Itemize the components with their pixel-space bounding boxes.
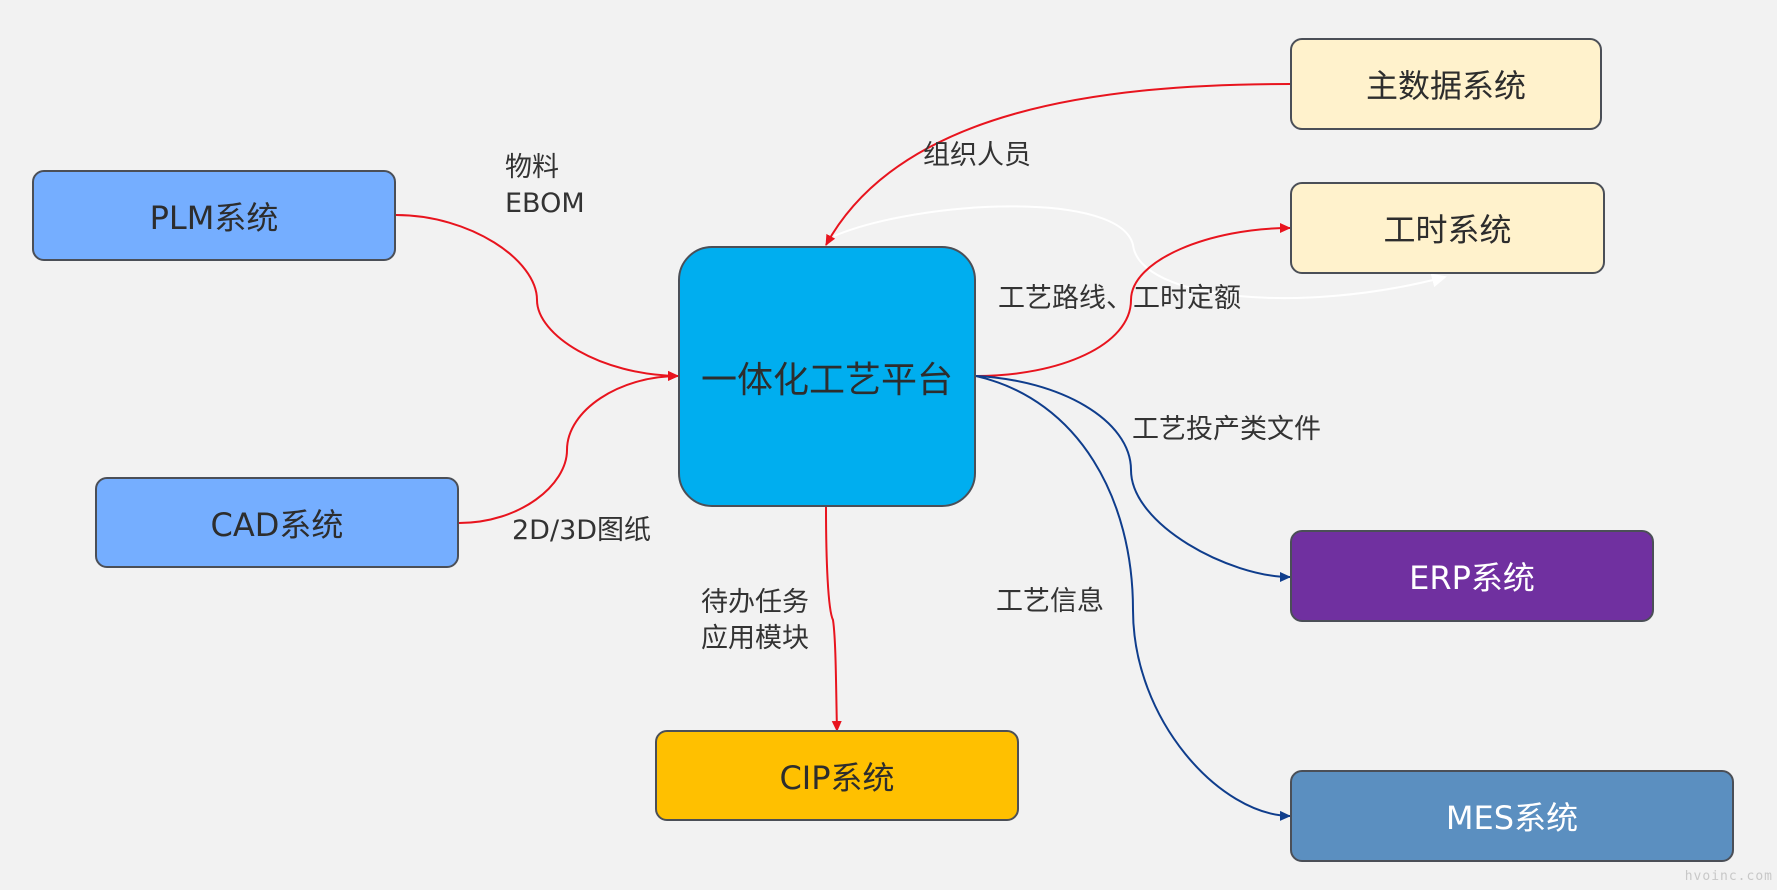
plm-edge-label: 物料 EBOM: [505, 150, 585, 222]
labor-hours-system-label: 工时系统: [1383, 211, 1512, 249]
erp-system-label: ERP系统: [1409, 559, 1535, 597]
cad-to-platform-arrow: [458, 371, 679, 524]
master-data-to-platform-arrow: [825, 83, 1291, 246]
integrated-process-platform-label: 一体化工艺平台: [700, 359, 953, 401]
plm-system-label: PLM系统: [149, 198, 279, 237]
platform-to-labor-hours-faint-arrow: [833, 205, 1447, 299]
platform-to-mes-arrow: [975, 375, 1291, 821]
cip-edge-label-line2: 应用模块: [701, 623, 809, 654]
erp-system-node[interactable]: ERP系统: [1290, 530, 1654, 622]
cip-edge-label: 待办任务 应用模块: [701, 585, 809, 657]
cad-system-label: CAD系统: [210, 505, 344, 544]
labor-hours-edge-label: 工艺路线、工时定额: [998, 283, 1241, 314]
labor-hours-system-node[interactable]: 工时系统: [1290, 182, 1605, 274]
master-data-edge-label: 组织人员: [923, 140, 1031, 171]
mes-edge-label: 工艺信息: [996, 586, 1104, 617]
cad-edge-label: 2D/3D图纸: [512, 515, 652, 546]
mes-system-node[interactable]: MES系统: [1290, 770, 1734, 862]
cip-system-node[interactable]: CIP系统: [655, 730, 1019, 821]
watermark: hvoinc.com: [1684, 869, 1773, 884]
platform-to-cip-arrow: [825, 506, 842, 732]
cip-system-label: CIP系统: [779, 758, 895, 797]
cip-edge-label-line1: 待办任务: [701, 587, 809, 618]
master-data-system-node[interactable]: 主数据系统: [1290, 38, 1602, 130]
mes-system-label: MES系统: [1445, 799, 1579, 837]
integrated-process-platform-node[interactable]: 一体化工艺平台: [678, 246, 976, 507]
platform-to-erp-arrow: [975, 375, 1291, 582]
master-data-system-label: 主数据系统: [1365, 67, 1526, 105]
plm-edge-label-line2: EBOM: [505, 188, 585, 219]
platform-to-labor-hours-arrow: [975, 223, 1291, 377]
erp-edge-label: 工艺投产类文件: [1132, 414, 1321, 445]
plm-to-platform-arrow: [395, 214, 679, 381]
plm-edge-label-line1: 物料: [505, 152, 559, 183]
cad-system-node[interactable]: CAD系统: [95, 477, 459, 568]
plm-system-node[interactable]: PLM系统: [32, 170, 396, 261]
